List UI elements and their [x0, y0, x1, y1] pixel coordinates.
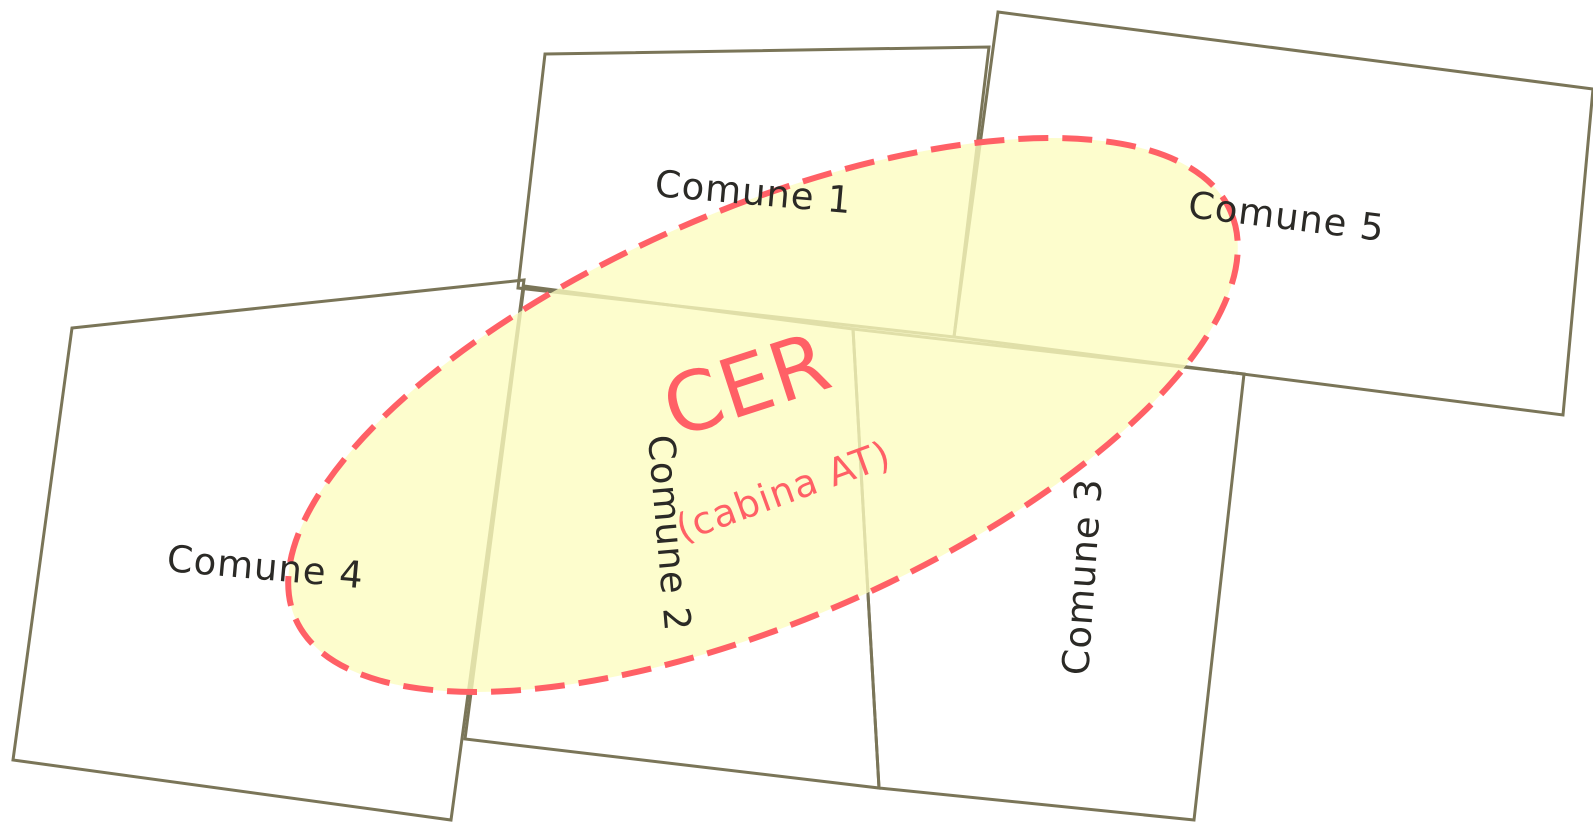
cer-zone	[285, 135, 1241, 695]
comune-3-label: Comune 3	[1054, 477, 1111, 677]
comune-1-label: Comune 1	[653, 162, 853, 222]
comune-4-area	[11, 278, 526, 822]
